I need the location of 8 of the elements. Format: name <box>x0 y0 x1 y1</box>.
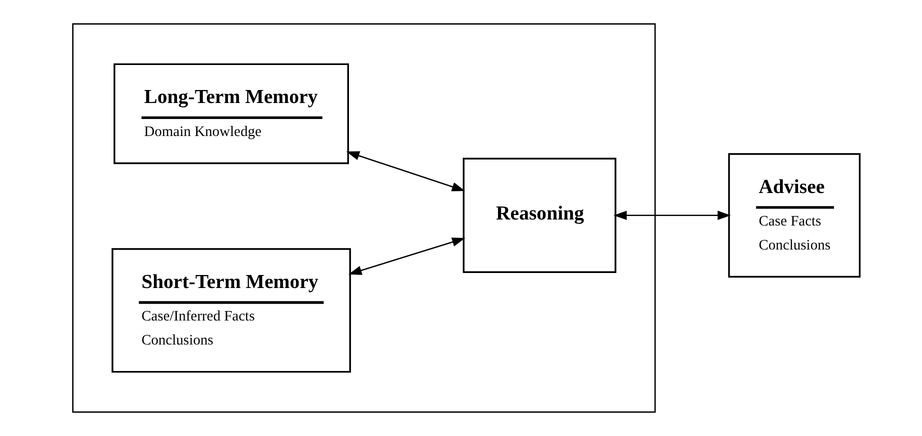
cluster <box>72 23 656 413</box>
arrow <box>614 210 731 220</box>
arrow <box>348 238 466 275</box>
arrow <box>346 151 466 192</box>
node-box: Reasoning <box>462 158 616 273</box>
node-box: Long-Term Memory Domain Knowledge <box>114 63 349 164</box>
node-box: Advisee Case Facts Conclusions <box>728 153 861 278</box>
node-box: Short-Term Memory Case/Inferred Facts Conclusions <box>112 248 351 373</box>
